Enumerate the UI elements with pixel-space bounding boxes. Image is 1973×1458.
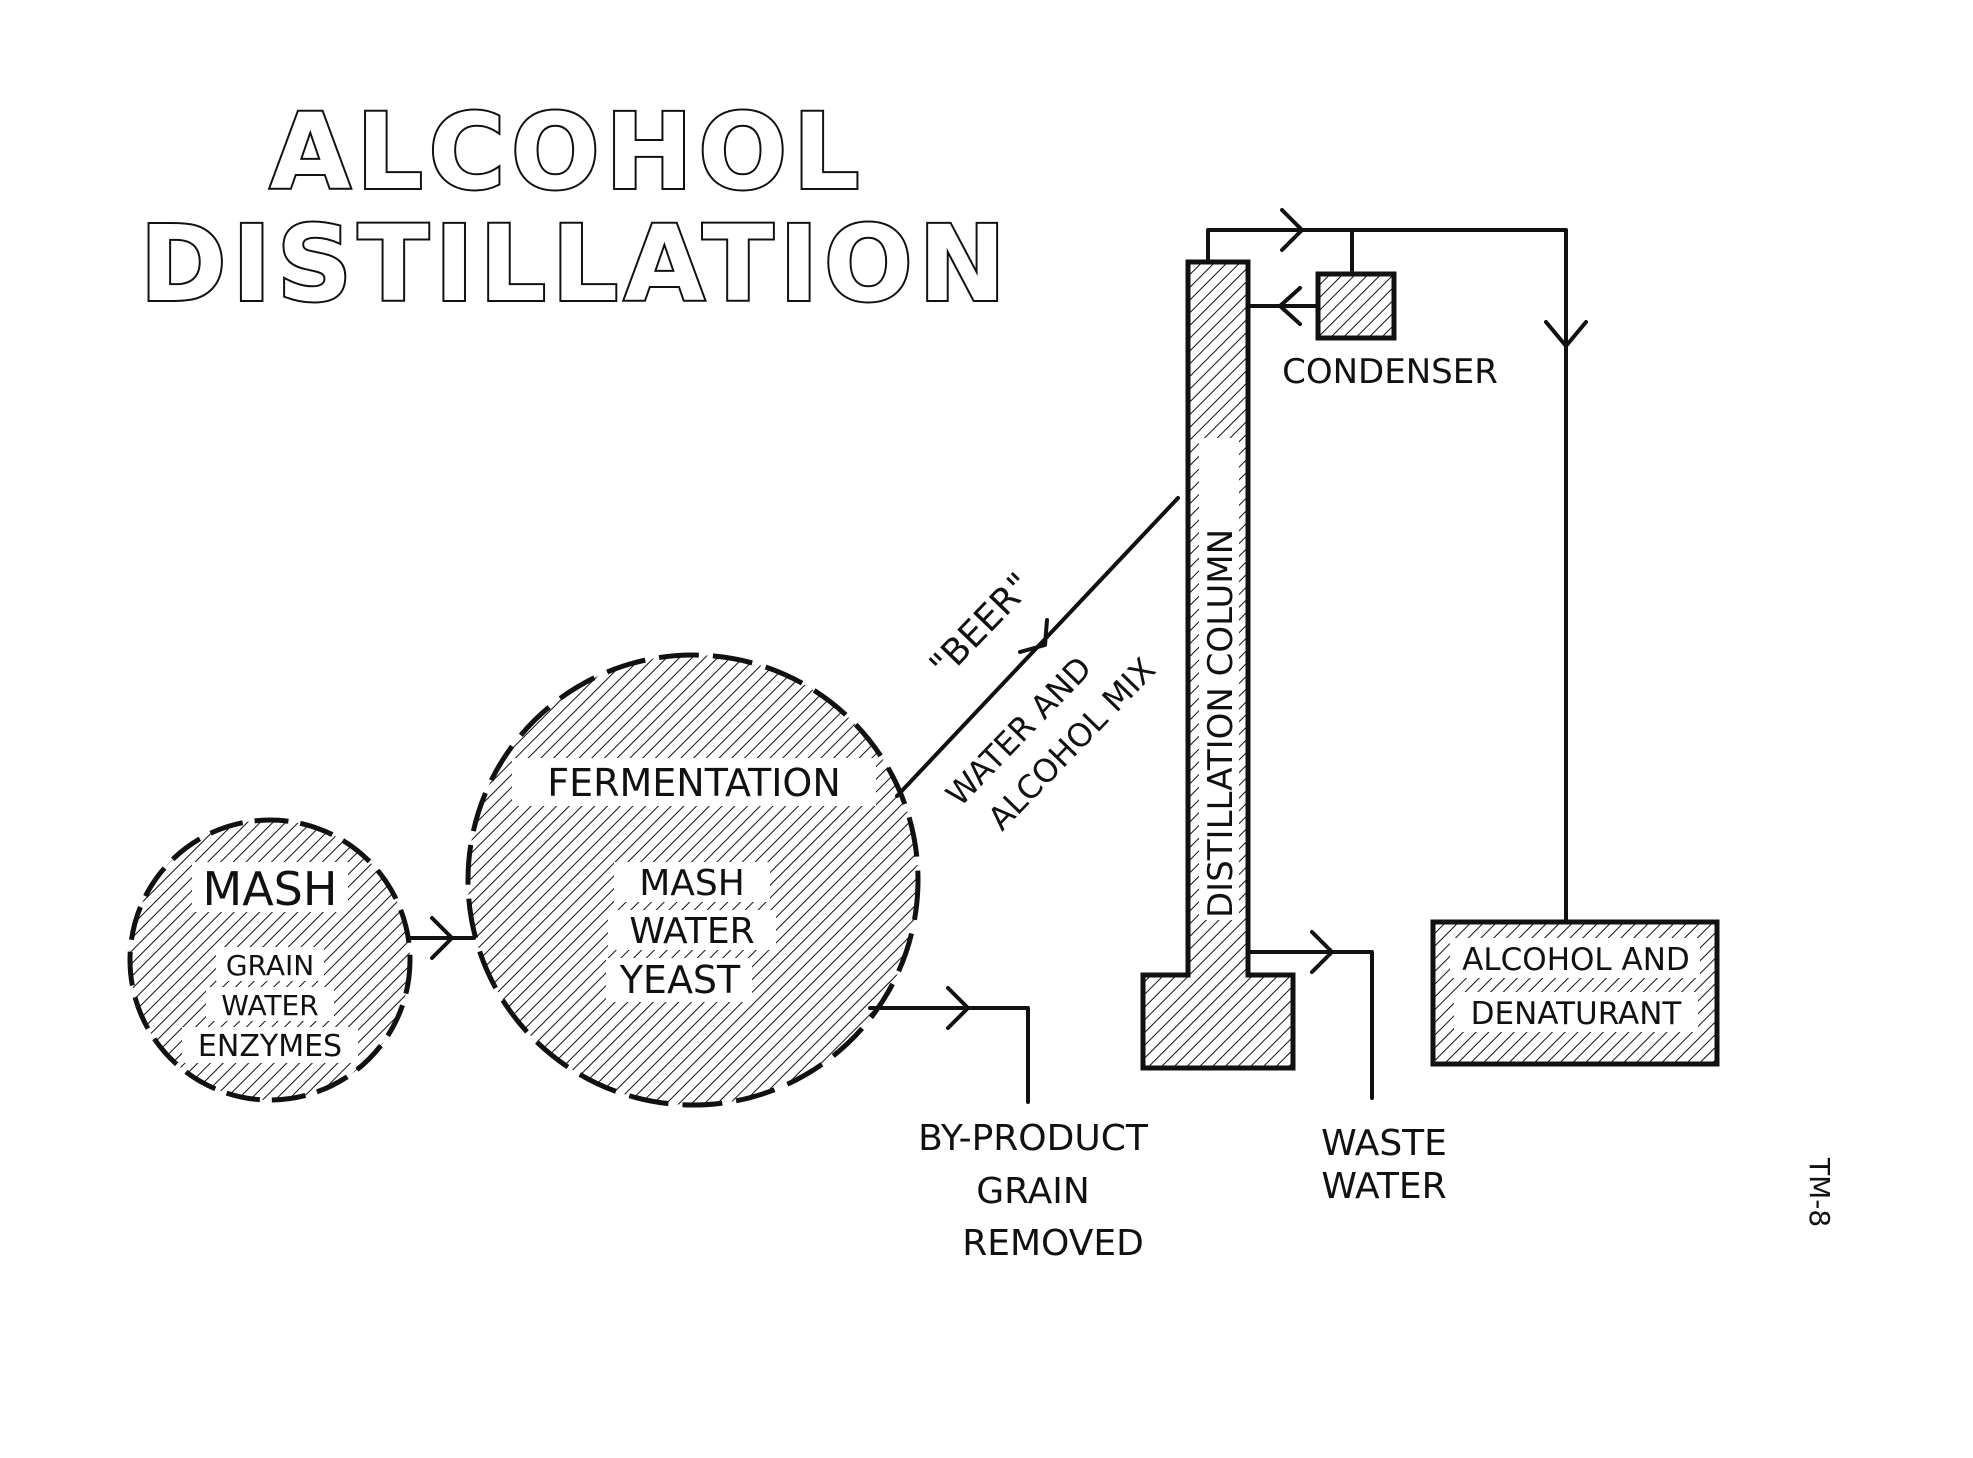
byproduct-line-3: REMOVED	[962, 1223, 1144, 1264]
mash-item-enzymes: ENZYMES	[198, 1029, 342, 1064]
distillation-column	[1140, 259, 1296, 1071]
title-line-2: DISTILLATION	[140, 203, 1012, 325]
arrow-beer-to-column	[895, 496, 1180, 798]
fermentation-item-mash: MASH	[639, 863, 745, 904]
output-tank	[1430, 919, 1720, 1067]
condenser-label: CONDENSER	[1282, 352, 1498, 392]
condenser	[1246, 271, 1397, 341]
fermentation-heading: FERMENTATION	[547, 761, 841, 805]
mash-heading: MASH	[203, 862, 338, 916]
title-line-1: ALCOHOL	[270, 91, 865, 213]
mash-item-grain: GRAIN	[226, 949, 314, 982]
mash-node: MASH GRAIN WATER ENZYMES	[127, 817, 413, 1103]
fermentation-node: FERMENTATION MASH WATER YEAST	[465, 652, 921, 1108]
waste-line-1: WASTE	[1321, 1123, 1447, 1164]
beer-label: "BEER"	[922, 565, 1041, 686]
output-tank-line-1: ALCOHOL AND	[1462, 942, 1690, 978]
arrow-vapor-top	[1206, 208, 1588, 924]
page-code: TM-8	[1803, 1157, 1836, 1227]
arrow-byproduct	[868, 986, 1030, 1104]
fermentation-item-water: WATER	[629, 911, 754, 952]
distillation-column-label: DISTILLATION COLUMN	[1201, 529, 1241, 918]
waste-line-2: WATER	[1321, 1166, 1446, 1207]
fermentation-item-yeast: YEAST	[619, 958, 741, 1002]
arrow-waste-water	[1246, 930, 1374, 1100]
arrow-mash-to-fermentation	[408, 916, 476, 960]
mash-item-water: WATER	[221, 989, 318, 1022]
byproduct-line-1: BY-PRODUCT	[918, 1118, 1149, 1159]
byproduct-line-2: GRAIN	[976, 1171, 1090, 1212]
output-tank-line-2: DENATURANT	[1471, 996, 1683, 1032]
